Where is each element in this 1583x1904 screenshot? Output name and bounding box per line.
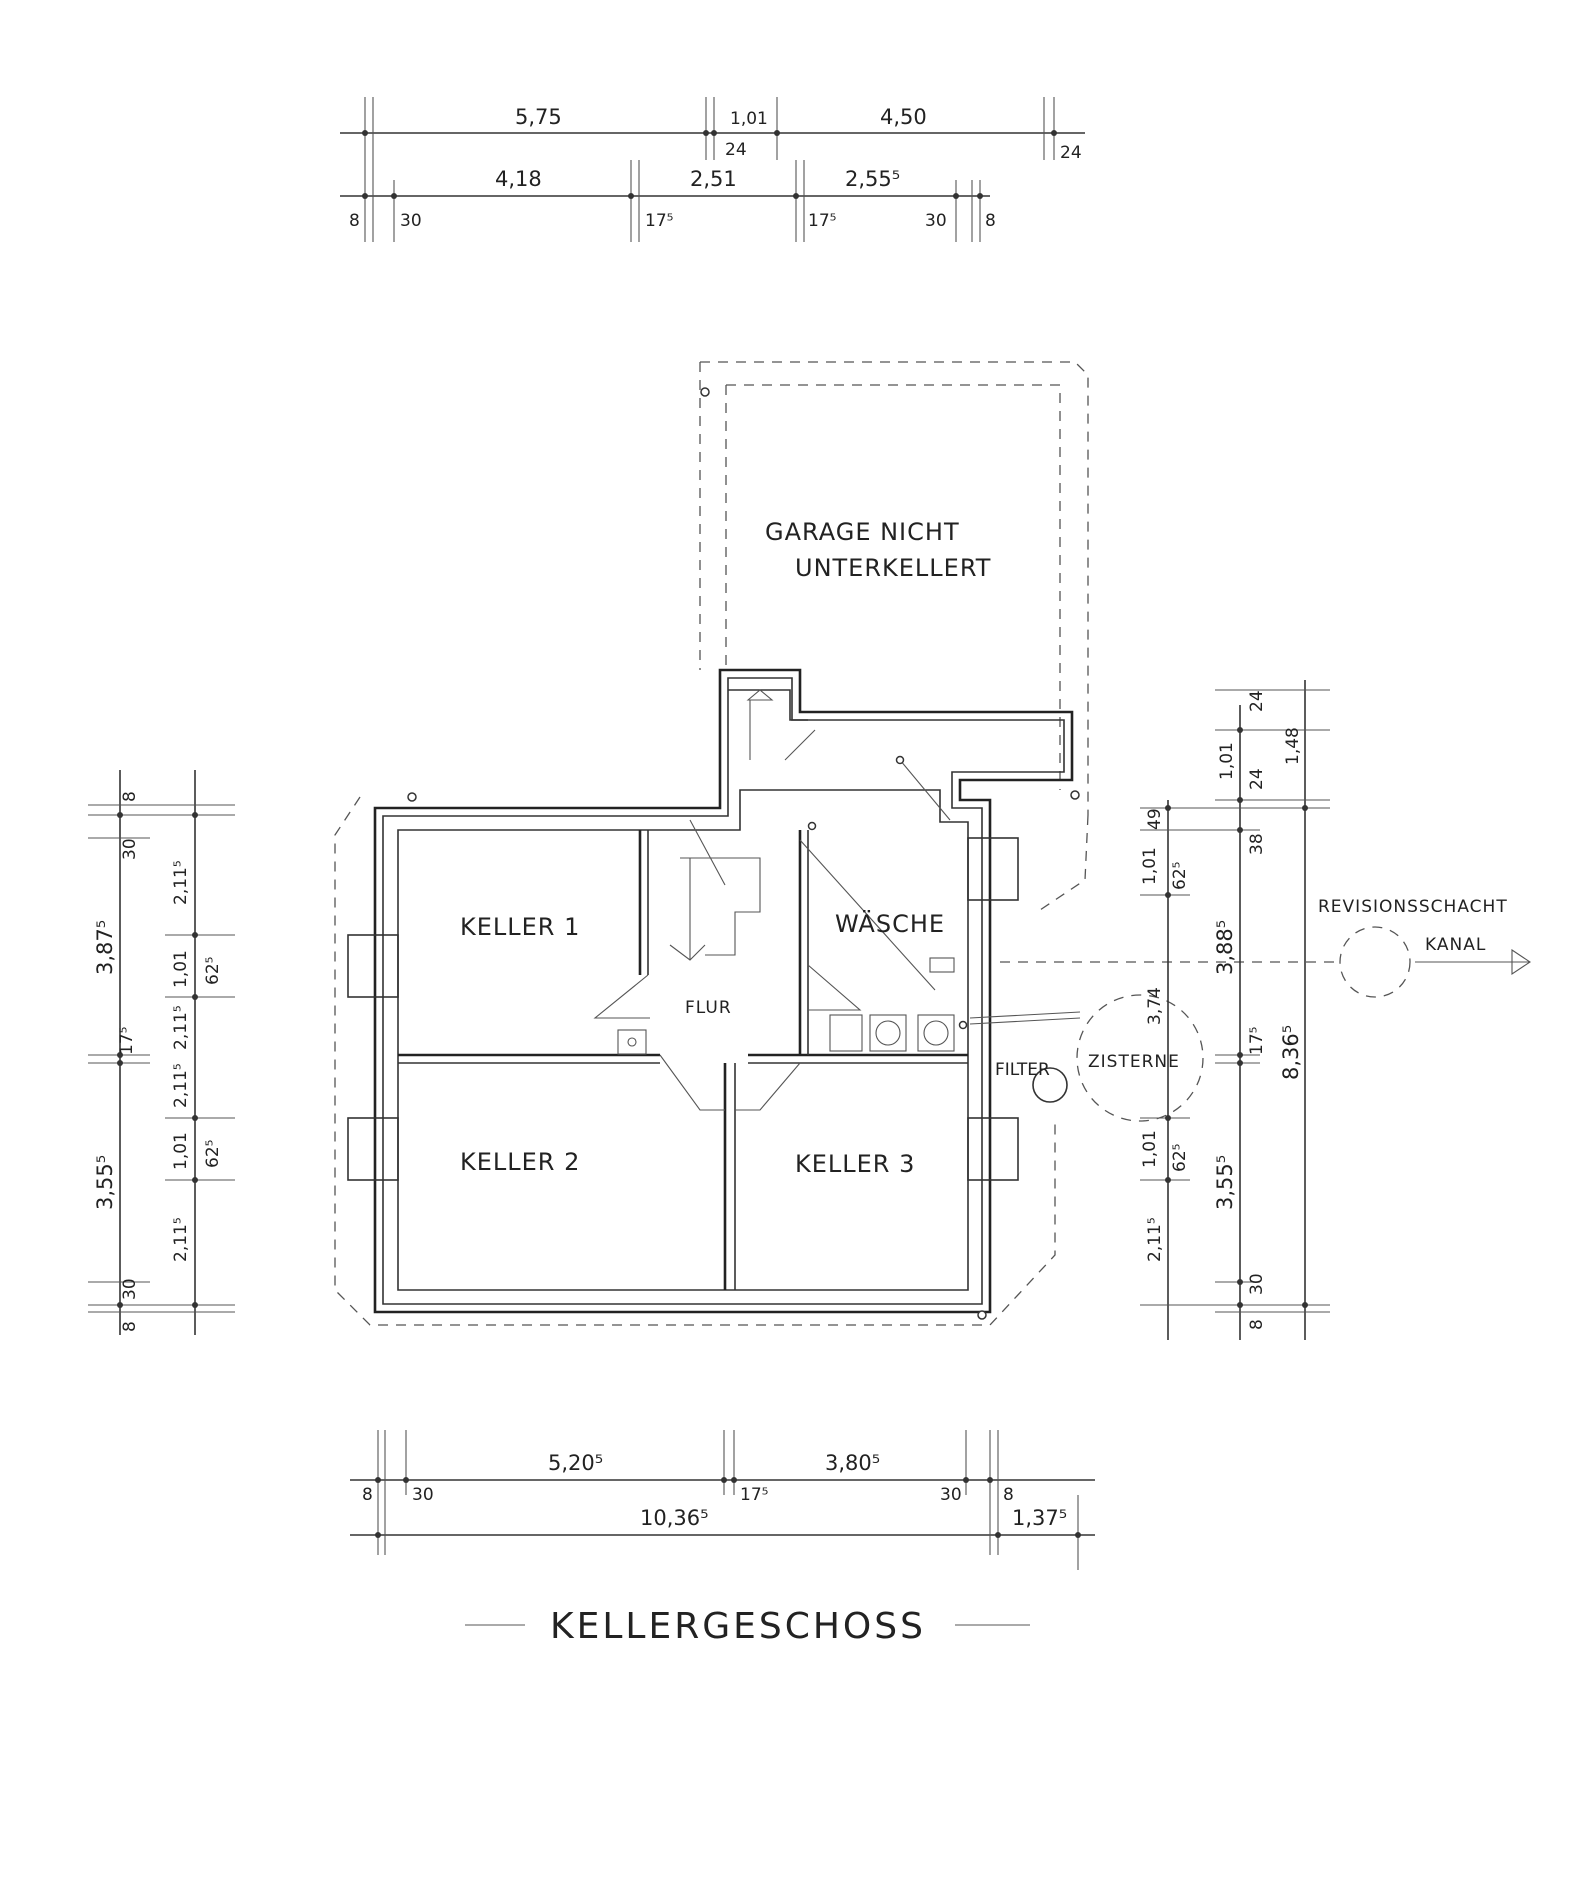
dim-top-r2-s3: 17⁵ [645, 211, 673, 231]
washing-machine [869, 1014, 907, 1052]
window-left-2 [347, 1117, 399, 1181]
dim-bottom-r1-s4: 30 [940, 1485, 962, 1505]
dim-bottom-r1-s3: 17⁵ [740, 1485, 768, 1505]
dim-top-r2-1: 4,18 [495, 167, 542, 191]
label-zisterne: ZISTERNE [1088, 1052, 1180, 1072]
dimension-chain-right: 49 1,01 62⁵ 3,74 1,01 62⁵ 2,11⁵ 24 1,01 … [1140, 680, 1330, 1340]
dim-right-outer-1: 24 [1247, 690, 1267, 712]
plan-title: KELLERGESCHOSS [465, 1606, 1030, 1647]
dimension-chain-top: 5,75 1,01 4,50 24 24 4,18 2,51 2,55⁵ 8 3… [340, 97, 1085, 242]
dim-bottom-r1-s5: 8 [1003, 1485, 1014, 1505]
dim-left-small-2: 30 [120, 838, 140, 860]
garage-label: GARAGE NICHT UNTERKELLERT [765, 518, 991, 582]
plan-title-text: KELLERGESCHOSS [550, 1606, 926, 1647]
dim-right-inner-3: 62⁵ [1170, 862, 1190, 890]
dim-left-small-3: 62⁵ [203, 957, 223, 985]
dim-right-outer-7: 17⁵ [1247, 1027, 1267, 1055]
dimension-chain-left: 3,87⁵ 17⁵ 3,55⁵ 2,11⁵ 1,01 2,11⁵ 2,11⁵ 1… [88, 770, 235, 1335]
dim-right-outer-6: 3,88⁵ [1213, 920, 1237, 975]
label-kanal: KANAL [1425, 935, 1486, 955]
dim-bottom-r1-s1: 8 [362, 1485, 373, 1505]
dim-top-r1-1: 5,75 [515, 105, 562, 129]
window-right-1 [967, 837, 1019, 901]
sink [829, 1014, 863, 1052]
dim-right-outer-2: 1,01 [1217, 742, 1237, 780]
room-keller-1: KELLER 1 [460, 913, 580, 941]
room-flur: FLUR [685, 998, 732, 1018]
dim-right-outer-8: 8,36⁵ [1279, 1025, 1303, 1080]
dim-right-outer-10: 30 [1247, 1273, 1267, 1295]
dim-left-inner-1: 2,11⁵ [171, 860, 191, 905]
filter-circle [1032, 1067, 1068, 1103]
dim-left-inner-4: 2,11⁵ [171, 1063, 191, 1108]
revision-shaft-circle [1339, 926, 1411, 998]
interior-walls [398, 689, 968, 1290]
dim-right-outer-4: 1,48 [1283, 727, 1303, 765]
dim-top-r2-s1: 8 [349, 211, 360, 231]
corner-marker-ne [1070, 790, 1080, 800]
dim-right-outer-9: 3,55⁵ [1213, 1155, 1237, 1210]
label-revisionsschacht: REVISIONSSCHACHT [1318, 897, 1508, 917]
dim-bottom-r2-1: 10,36⁵ [640, 1506, 709, 1530]
dim-right-outer-11: 8 [1247, 1319, 1267, 1330]
cistern-circle [1076, 994, 1204, 1122]
garage-corner-marker [700, 387, 710, 397]
dim-left-small-4: 62⁵ [203, 1140, 223, 1168]
room-waesche: WÄSCHE [835, 909, 945, 938]
window-right-2 [967, 1117, 1019, 1181]
dim-top-r1-3: 4,50 [880, 105, 927, 129]
dimension-chain-bottom: 5,20⁵ 3,80⁵ 8 30 17⁵ 30 8 10,36⁵ 1,37⁵ [350, 1430, 1095, 1570]
valve-marker-3 [958, 1020, 968, 1030]
dim-left-outer-3: 3,55⁵ [93, 1155, 117, 1210]
dim-top-r2-s6: 8 [985, 211, 996, 231]
garage-label-line2: UNTERKELLERT [795, 554, 991, 582]
dim-right-inner-5: 1,01 [1140, 1130, 1160, 1168]
corner-marker-nw [407, 792, 417, 802]
dim-top-r2-3: 2,55⁵ [845, 167, 900, 191]
dim-left-small-6: 8 [120, 1321, 140, 1332]
garage: GARAGE NICHT UNTERKELLERT [699, 361, 1089, 815]
dim-right-outer-5: 38 [1247, 833, 1267, 855]
dim-right-inner-1: 49 [1145, 808, 1165, 830]
dim-bottom-r1-1: 5,20⁵ [548, 1451, 603, 1475]
dim-right-inner-2: 1,01 [1140, 847, 1160, 885]
corner-marker-se [977, 1310, 987, 1320]
dryer [917, 1014, 955, 1052]
valve-marker-1 [895, 755, 905, 765]
dim-top-r2-s2: 30 [400, 211, 422, 231]
dim-bottom-r1-2: 3,80⁵ [825, 1451, 880, 1475]
dim-top-r2-s4: 17⁵ [808, 211, 836, 231]
dim-left-small-1: 8 [120, 791, 140, 802]
dim-left-inner-6: 2,11⁵ [171, 1217, 191, 1262]
window-left-1 [347, 934, 399, 998]
dim-top-r2-2: 2,51 [690, 167, 737, 191]
building-walls [334, 668, 1089, 1326]
dim-left-inner-3: 2,11⁵ [171, 1005, 191, 1050]
garage-label-line1: GARAGE NICHT [765, 518, 960, 546]
boiler [617, 1029, 647, 1055]
dim-top-r1-2: 1,01 [730, 109, 768, 129]
dim-right-inner-7: 2,11⁵ [1145, 1217, 1165, 1262]
dim-left-outer-1: 3,87⁵ [93, 920, 117, 975]
dim-top-r1-s2: 24 [1060, 143, 1082, 163]
dim-left-inner-5: 1,01 [171, 1132, 191, 1170]
dim-right-inner-4: 3,74 [1145, 987, 1165, 1025]
dim-top-r2-s5: 30 [925, 211, 947, 231]
dim-right-outer-3: 24 [1247, 768, 1267, 790]
dim-left-inner-2: 1,01 [171, 950, 191, 988]
room-keller-3: KELLER 3 [795, 1150, 915, 1178]
dim-bottom-r2-2: 1,37⁵ [1012, 1506, 1067, 1530]
outlet [929, 957, 955, 973]
valve-marker-2 [807, 821, 817, 831]
dim-left-outer-2: 17⁵ [117, 1027, 137, 1055]
dim-top-r1-s1: 24 [725, 140, 747, 160]
dim-left-small-5: 30 [120, 1278, 140, 1300]
dim-right-inner-6: 62⁵ [1170, 1144, 1190, 1172]
label-filter: FILTER [995, 1060, 1050, 1080]
dim-bottom-r1-s2: 30 [412, 1485, 434, 1505]
room-keller-2: KELLER 2 [460, 1148, 580, 1176]
drainage: REVISIONSSCHACHT KANAL ZISTERNE FILTER [969, 897, 1531, 1122]
